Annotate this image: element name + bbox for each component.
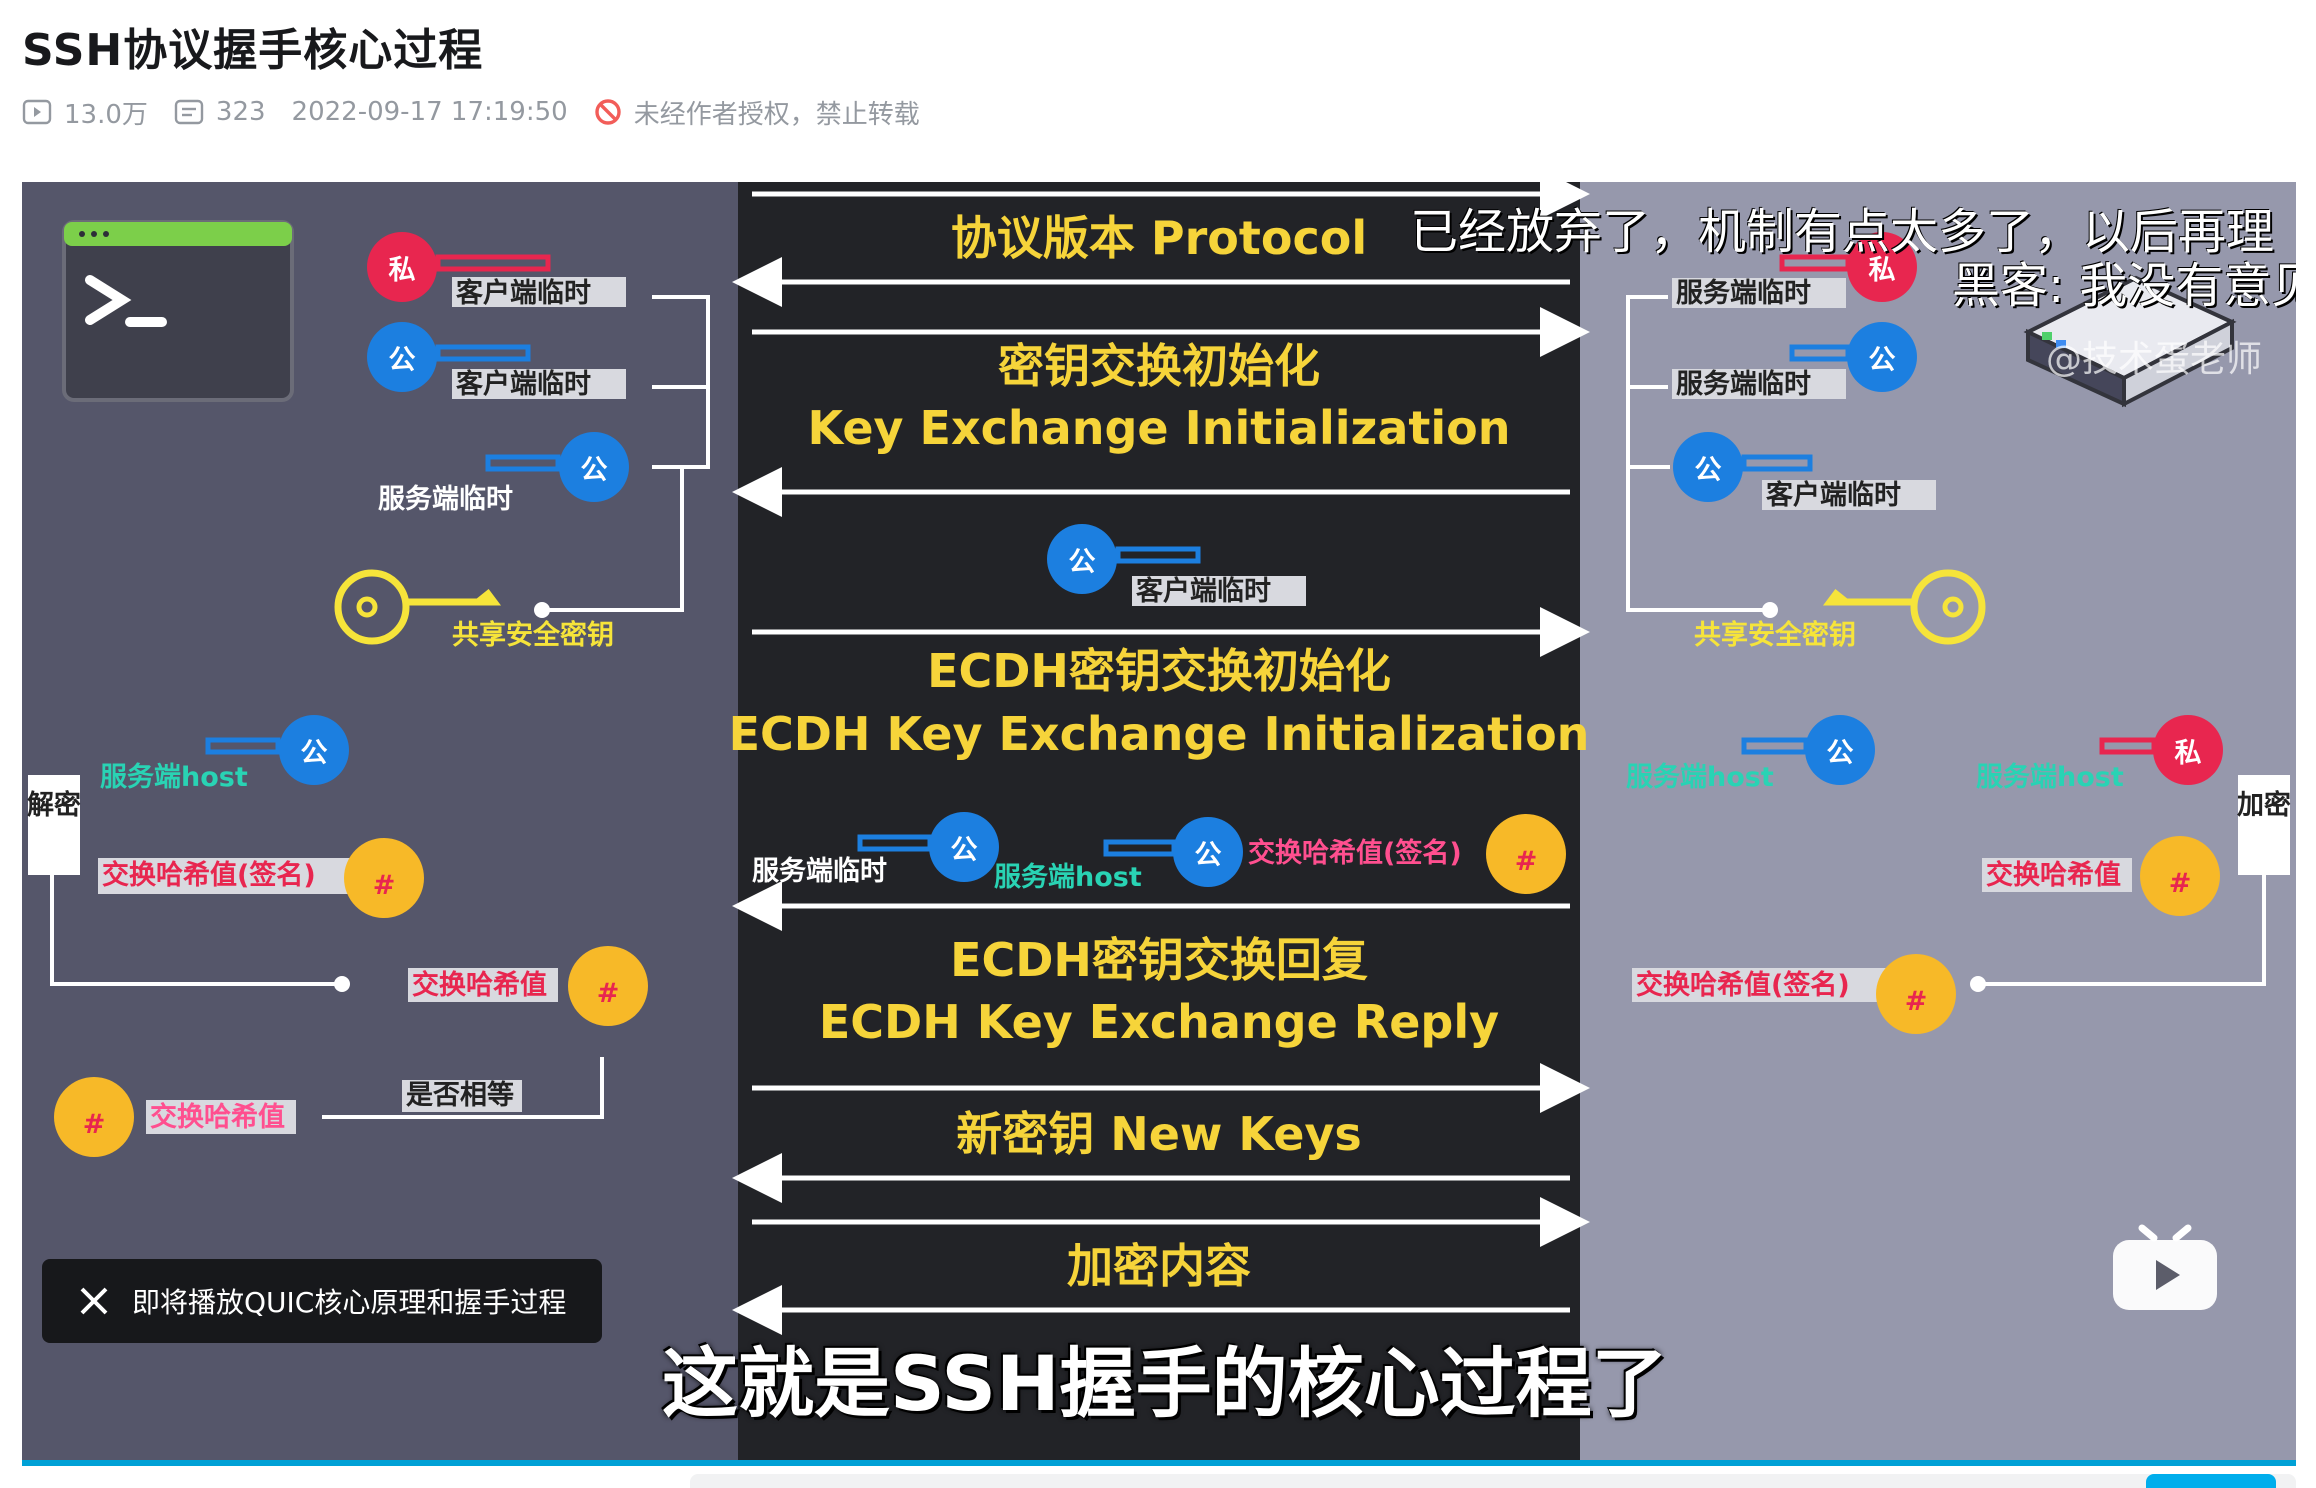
- handshake-diagram: 私 客户端临时 公 客户端临时 公 服务端临时 共享安全密钥: [27, 182, 2291, 1335]
- svg-text:客户端临时: 客户端临时: [456, 277, 591, 309]
- svg-text:公: 公: [1869, 345, 1896, 376]
- svg-text:#: #: [373, 870, 396, 901]
- svg-text:服务端host: 服务端host: [1626, 762, 1774, 793]
- svg-text:公: 公: [301, 738, 328, 769]
- server-host-private-key: 私 服务端host: [1976, 715, 2223, 793]
- play-count-icon: [22, 99, 52, 125]
- shared-key-right: 共享安全密钥: [1694, 569, 1986, 651]
- publish-datetime: 2022-09-17 17:19:50: [291, 97, 568, 127]
- svg-text:私: 私: [2175, 738, 2202, 769]
- svg-text:是否相等: 是否相等: [406, 1079, 514, 1111]
- client-temp-private-key: 私 客户端临时: [367, 232, 626, 309]
- svg-text:公: 公: [951, 835, 978, 866]
- svg-text:服务端host: 服务端host: [1976, 762, 2124, 793]
- svg-text:公: 公: [1827, 738, 1854, 769]
- forbidden-icon: [594, 99, 621, 125]
- reply-items: 公 服务端临时 公 服务端host 交换哈希值(签名) #: [752, 812, 1566, 894]
- server-host-key-left: 公 服务端host: [100, 715, 349, 793]
- svg-text:公: 公: [1695, 455, 1722, 486]
- step-ecdh-reply-en: ECDH Key Exchange Reply: [819, 995, 1499, 1049]
- video-subtitle: 这就是SSH握手的核心过程了: [662, 1339, 1668, 1428]
- svg-text:客户端临时: 客户端临时: [456, 368, 591, 400]
- svg-text:服务端host: 服务端host: [100, 762, 248, 793]
- svg-text:服务端host: 服务端host: [994, 862, 1142, 893]
- progress-bar[interactable]: [22, 1460, 2296, 1466]
- client-temp-public-key-center: 公 客户端临时: [1047, 524, 1306, 607]
- video-player[interactable]: 私 客户端临时 公 客户端临时 公 服务端临时 共享安全密钥: [22, 182, 2296, 1460]
- client-temp-public-key-right: 公 客户端临时: [1673, 432, 1936, 511]
- server-icon: [2023, 275, 2237, 408]
- svg-text:交换哈希值: 交换哈希值: [1986, 859, 2121, 891]
- svg-text:#: #: [1905, 986, 1928, 1017]
- page-title: SSH协议握手核心过程: [22, 25, 484, 76]
- hash-sig-right: 交换哈希值(签名) #: [1632, 954, 1956, 1034]
- step-ecdh-reply-cn: ECDH密钥交换回复: [950, 933, 1368, 987]
- svg-text:交换哈希值(签名): 交换哈希值(签名): [102, 859, 316, 891]
- step-kexinit-cn: 密钥交换初始化: [998, 339, 1320, 393]
- client-temp-public-key: 公 客户端临时: [367, 322, 626, 400]
- copyright-notice: 未经作者授权，禁止转载: [594, 94, 920, 131]
- server-temp-public-key: 公 服务端临时: [1672, 322, 1917, 400]
- next-video-label: 即将播放QUIC核心原理和握手过程: [132, 1286, 567, 1319]
- step-encrypted: 加密内容: [1067, 1239, 1251, 1293]
- step-ecdh-init-cn: ECDH密钥交换初始化: [927, 644, 1391, 698]
- svg-text:服务端临时: 服务端临时: [1676, 368, 1811, 400]
- svg-text:共享安全密钥: 共享安全密钥: [1694, 619, 1856, 651]
- hash-sig-left: 交换哈希值(签名) #: [98, 838, 424, 918]
- step-ecdh-init-en: ECDH Key Exchange Initialization: [729, 707, 1590, 761]
- svg-text:#: #: [597, 978, 620, 1009]
- svg-text:私: 私: [389, 255, 416, 286]
- svg-text:客户端临时: 客户端临时: [1766, 479, 1901, 511]
- svg-text:加密: 加密: [2237, 789, 2291, 821]
- step-kexinit-en: Key Exchange Initialization: [808, 401, 1511, 455]
- hash-right: 交换哈希值 #: [1982, 836, 2220, 916]
- svg-text:客户端临时: 客户端临时: [1136, 575, 1271, 607]
- watermark: @技术蛋老师: [2046, 339, 2263, 380]
- svg-text:私: 私: [1869, 255, 1896, 286]
- svg-text:公: 公: [1069, 547, 1096, 578]
- video-meta: 13.0万 323 2022-09-17 17:19:50 未经作者授权，禁止转…: [22, 92, 946, 132]
- views-stat: 13.0万: [22, 94, 148, 131]
- hash-left: 交换哈希值 #: [408, 946, 648, 1026]
- svg-text:交换哈希值(签名): 交换哈希值(签名): [1248, 837, 1462, 869]
- bilibili-play-icon[interactable]: [2110, 1222, 2220, 1312]
- server-temp-public-key-left: 公 服务端临时: [378, 432, 629, 515]
- svg-text:解密: 解密: [27, 789, 81, 821]
- next-video-toast[interactable]: 即将播放QUIC核心原理和握手过程: [42, 1259, 602, 1343]
- views-count: 13.0万: [64, 99, 148, 130]
- comments-stat: 323: [174, 97, 266, 127]
- svg-text:公: 公: [1195, 840, 1222, 871]
- svg-text:服务端临时: 服务端临时: [752, 855, 887, 887]
- svg-text:交换哈希值: 交换哈希值: [412, 969, 547, 1001]
- danmaku-1: 已经放弃了，机制有点太多了，以后再理: [1410, 204, 2275, 260]
- svg-text:#: #: [2169, 868, 2192, 899]
- svg-text:共享安全密钥: 共享安全密钥: [452, 619, 614, 651]
- protocol-arrows: [732, 182, 1590, 1335]
- svg-text:公: 公: [389, 345, 416, 376]
- danmaku-count-icon: [174, 99, 204, 125]
- close-icon[interactable]: [78, 1285, 110, 1317]
- send-button[interactable]: [2146, 1474, 2276, 1488]
- svg-text:服务端临时: 服务端临时: [378, 483, 513, 515]
- danmaku-input-bar[interactable]: [690, 1474, 2296, 1488]
- svg-text:公: 公: [581, 455, 608, 486]
- danmaku-2: 黑客: 我没有意见: [1952, 258, 2296, 314]
- hash-compare: # 交换哈希值 是否相等: [54, 1057, 604, 1157]
- protocol-panel: [738, 182, 1580, 1460]
- server-temp-private-key: 私 服务端临时: [1672, 232, 1917, 309]
- comments-count: 323: [215, 97, 266, 127]
- svg-text:交换哈希值: 交换哈希值: [150, 1101, 285, 1133]
- terminal-icon: [62, 220, 294, 402]
- svg-text:服务端临时: 服务端临时: [1676, 277, 1811, 309]
- svg-text:#: #: [1515, 846, 1538, 877]
- step-protocol: 协议版本 Protocol: [951, 211, 1367, 265]
- server-host-key-right: 公 服务端host: [1626, 715, 1875, 793]
- shared-key-left: 共享安全密钥: [334, 569, 614, 651]
- step-new-keys: 新密钥 New Keys: [956, 1107, 1362, 1161]
- svg-text:交换哈希值(签名): 交换哈希值(签名): [1636, 969, 1850, 1001]
- svg-text:#: #: [83, 1109, 106, 1140]
